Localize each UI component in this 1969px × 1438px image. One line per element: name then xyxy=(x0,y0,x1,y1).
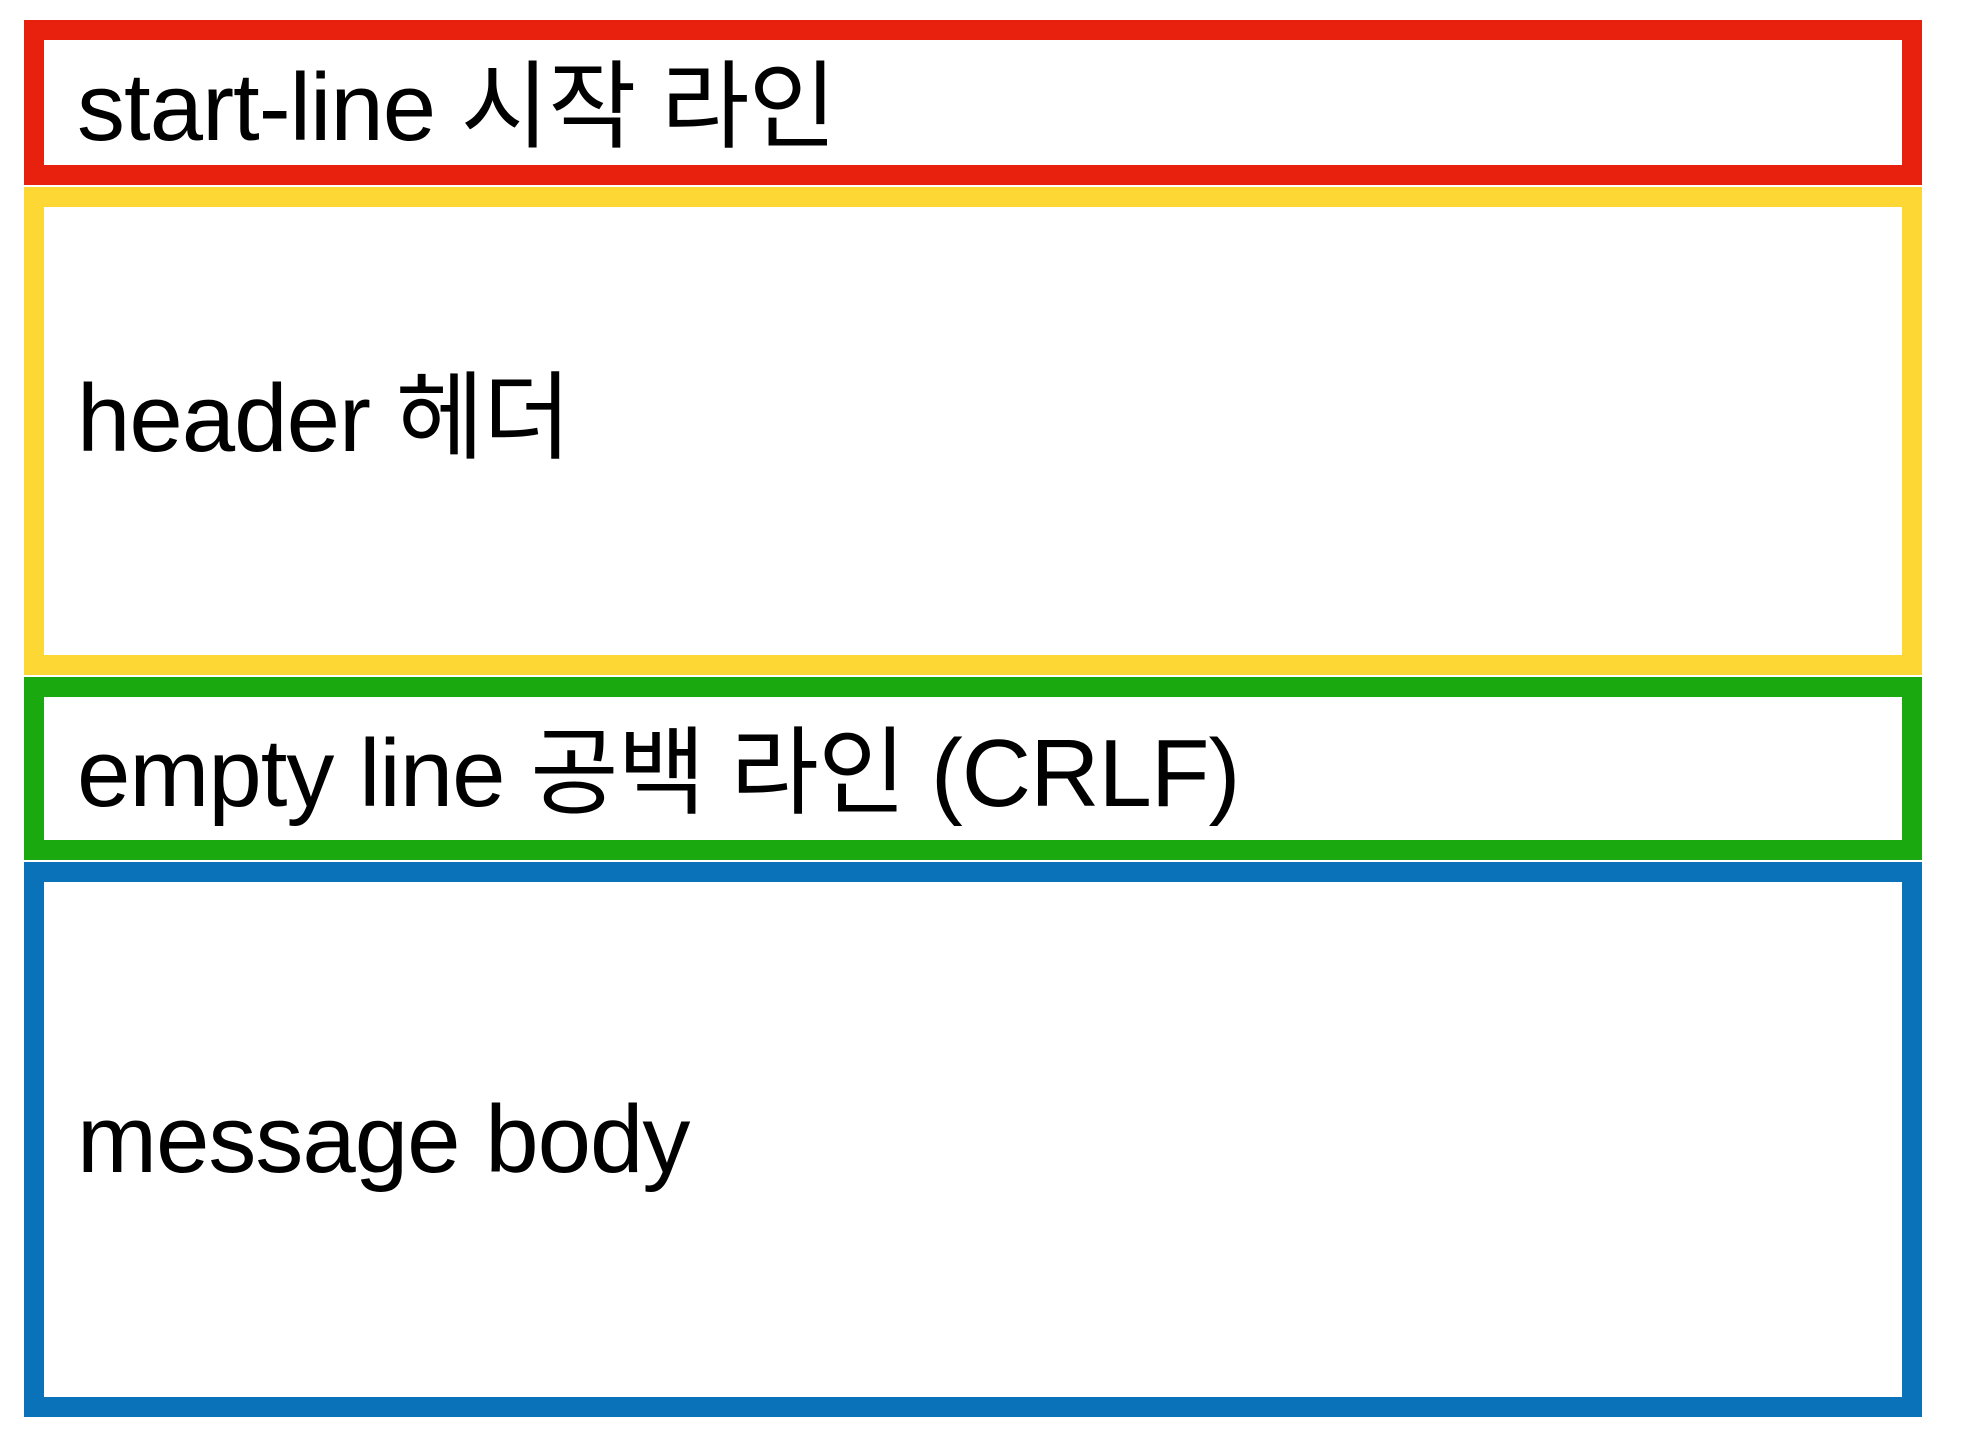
header-section: header 헤더 xyxy=(24,187,1922,675)
start-line-label: start-line 시작 라인 xyxy=(77,53,837,161)
empty-line-section: empty line 공백 라인 (CRLF) xyxy=(24,677,1922,860)
start-line-section: start-line 시작 라인 xyxy=(24,20,1922,185)
header-label: header 헤더 xyxy=(77,365,571,472)
message-body-label: message body xyxy=(77,1085,690,1193)
message-body-section: message body xyxy=(24,862,1922,1417)
empty-line-label: empty line 공백 라인 (CRLF) xyxy=(77,719,1240,827)
